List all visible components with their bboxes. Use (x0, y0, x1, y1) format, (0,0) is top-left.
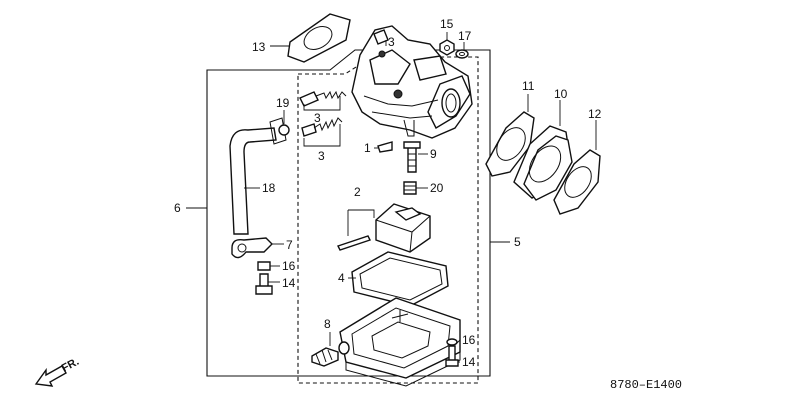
callout-18: 18 (262, 181, 276, 195)
diagram-code: 8780–E1400 (610, 378, 682, 392)
callout-14-right: 14 (462, 355, 476, 369)
main-jet-20-part (403, 181, 417, 195)
callout-10: 10 (554, 87, 568, 101)
pilot-screw-spring-part (299, 90, 347, 107)
washer-16-left-part (257, 261, 271, 271)
bolt-14-left-part (255, 273, 273, 295)
nut-15-part (439, 39, 455, 56)
callout-1: 1 (364, 141, 371, 155)
callout-11: 11 (522, 79, 535, 93)
assembly-frame-outer (206, 49, 491, 377)
callout-16-left: 16 (282, 259, 296, 273)
bracket-7-part (231, 237, 273, 259)
screw-3-top-part (373, 29, 389, 45)
callout-3-mid: 3 (314, 111, 321, 125)
washer-17-part (455, 49, 469, 59)
float-pin-part (337, 235, 371, 251)
throttle-stop-screw-spring-part (301, 117, 343, 137)
callout-15: 15 (440, 17, 454, 31)
chamber-gasket-4-part (351, 251, 449, 307)
fuel-tube-18-part (229, 117, 287, 235)
callout-20: 20 (430, 181, 444, 195)
bolt-14-right-part (445, 338, 459, 367)
callout-3-top: 3 (388, 35, 395, 49)
callout-8: 8 (324, 317, 331, 331)
callout-6: 6 (174, 201, 181, 215)
main-nozzle-9-part (403, 141, 421, 173)
callout-14-left: 14 (282, 276, 296, 290)
callout-19: 19 (276, 96, 290, 110)
front-direction-indicator: FR. (34, 356, 81, 387)
leader-lines (186, 32, 597, 363)
assembly-frame-inner (297, 56, 479, 384)
carburetor-body (351, 25, 473, 139)
gasket-12-part (553, 149, 601, 215)
front-direction-label: FR. (60, 356, 81, 375)
front-arrow-icon (34, 365, 67, 387)
gasket-11-part (485, 111, 535, 177)
callout-12: 12 (588, 107, 602, 121)
clip-19-part (278, 124, 290, 136)
float-chamber-part (339, 297, 461, 387)
float-2-part (375, 203, 431, 253)
callout-2: 2 (354, 185, 361, 199)
callout-3-low: 3 (318, 149, 325, 163)
callouts: 13 3 15 17 19 3 3 1 9 20 2 4 5 6 7 16 14… (174, 17, 602, 369)
callout-7: 7 (286, 238, 293, 252)
callout-9: 9 (430, 147, 437, 161)
callout-4: 4 (338, 271, 345, 285)
callout-5: 5 (514, 235, 521, 249)
drain-screw-8-part (311, 341, 350, 367)
float-pin-1-part (377, 141, 393, 153)
callout-17: 17 (458, 29, 472, 43)
callout-13: 13 (252, 40, 266, 54)
insulator-10-part (513, 125, 573, 201)
gasket-13-part (287, 13, 351, 63)
callout-16-right: 16 (462, 333, 476, 347)
